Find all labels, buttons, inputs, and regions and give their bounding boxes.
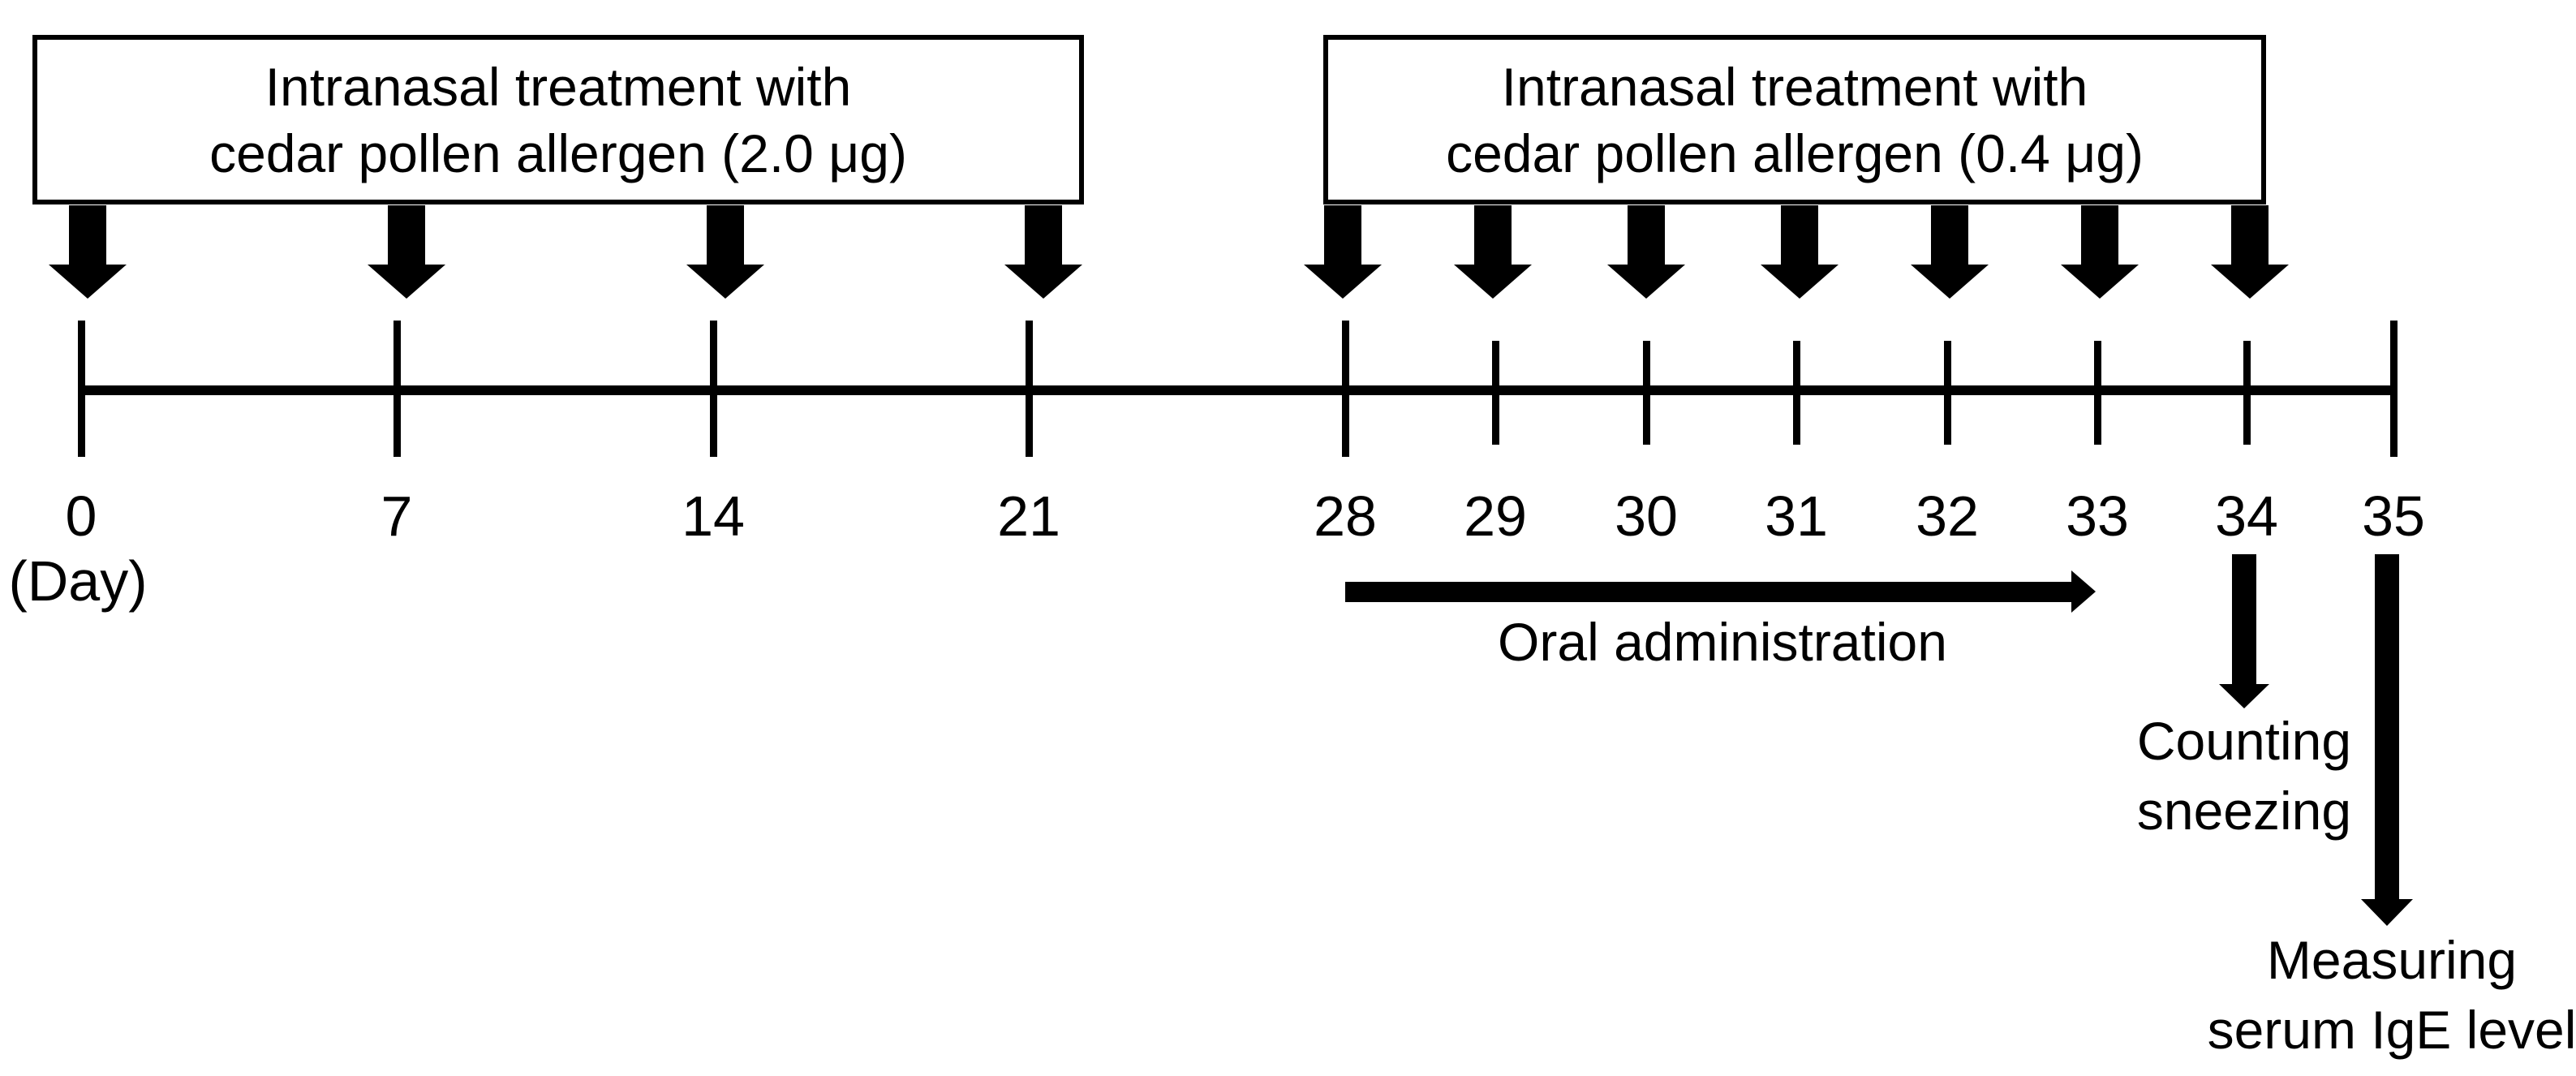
tick-day-34: [2243, 341, 2251, 445]
tick-day-0: [78, 321, 85, 457]
dose-arrow-day-28-icon: [1304, 205, 1382, 299]
counting-sneezing-label-line1: Counting: [2136, 711, 2352, 771]
counting-sneezing-label-line2: sneezing: [2136, 781, 2352, 841]
counting-sneezing-label: Counting sneezing: [2001, 706, 2488, 846]
treatment-box-high-dose-line1: Intranasal treatment with: [264, 56, 852, 117]
measuring-ige-arrow-icon: [2361, 554, 2413, 926]
treatment-box-low-dose-line1: Intranasal treatment with: [1501, 56, 2088, 117]
tick-day-30: [1643, 341, 1650, 445]
dose-arrow-day-34-icon: [2211, 205, 2289, 299]
day-label-32: 32: [1916, 484, 1979, 548]
tick-day-33: [2094, 341, 2101, 445]
treatment-box-high-dose: Intranasal treatment with cedar pollen a…: [32, 35, 1084, 204]
day-label-29: 29: [1464, 484, 1527, 548]
dose-arrow-day-33-icon: [2061, 205, 2139, 299]
measuring-ige-label: Measuring serum IgE level: [2108, 925, 2576, 1065]
dose-arrow-day-32-icon: [1911, 205, 1989, 299]
tick-day-7: [393, 321, 401, 457]
dose-arrow-day-7-icon: [368, 205, 445, 299]
day-label-31: 31: [1765, 484, 1828, 548]
oral-administration-arrowhead-icon: [2071, 570, 2096, 613]
day-label-35: 35: [2362, 484, 2425, 548]
measuring-ige-label-line1: Measuring: [2266, 930, 2518, 990]
oral-administration-label: Oral administration: [1498, 612, 1947, 672]
tick-day-21: [1026, 321, 1033, 457]
dose-arrow-day-31-icon: [1761, 205, 1838, 299]
oral-administration-arrow-icon: [1345, 582, 2071, 602]
day-unit-label: (Day): [8, 549, 148, 613]
counting-sneezing-arrow-icon: [2219, 554, 2269, 708]
tick-day-31: [1793, 341, 1800, 445]
tick-day-14: [710, 321, 717, 457]
tick-day-29: [1492, 341, 1499, 445]
tick-day-28: [1342, 321, 1349, 457]
tick-day-35: [2390, 321, 2398, 457]
tick-day-32: [1944, 341, 1951, 445]
dose-arrow-day-14-icon: [686, 205, 764, 299]
measuring-ige-label-line2: serum IgE level: [2207, 1000, 2576, 1060]
dose-arrow-day-0-icon: [49, 205, 127, 299]
timeline-axis: [81, 385, 2397, 395]
treatment-box-high-dose-line2: cedar pollen allergen (2.0 μg): [209, 123, 907, 183]
day-label-0: 0: [65, 484, 97, 548]
dose-arrow-day-29-icon: [1454, 205, 1532, 299]
day-label-21: 21: [997, 484, 1060, 548]
day-label-28: 28: [1314, 484, 1377, 548]
day-label-14: 14: [682, 484, 745, 548]
day-label-7: 7: [381, 484, 413, 548]
dose-arrow-day-30-icon: [1607, 205, 1685, 299]
treatment-box-low-dose-line2: cedar pollen allergen (0.4 μg): [1446, 123, 2144, 183]
day-label-30: 30: [1615, 484, 1678, 548]
dose-arrow-day-21-icon: [1004, 205, 1082, 299]
day-label-34: 34: [2215, 484, 2278, 548]
treatment-box-low-dose: Intranasal treatment with cedar pollen a…: [1323, 35, 2266, 204]
day-label-33: 33: [2066, 484, 2129, 548]
